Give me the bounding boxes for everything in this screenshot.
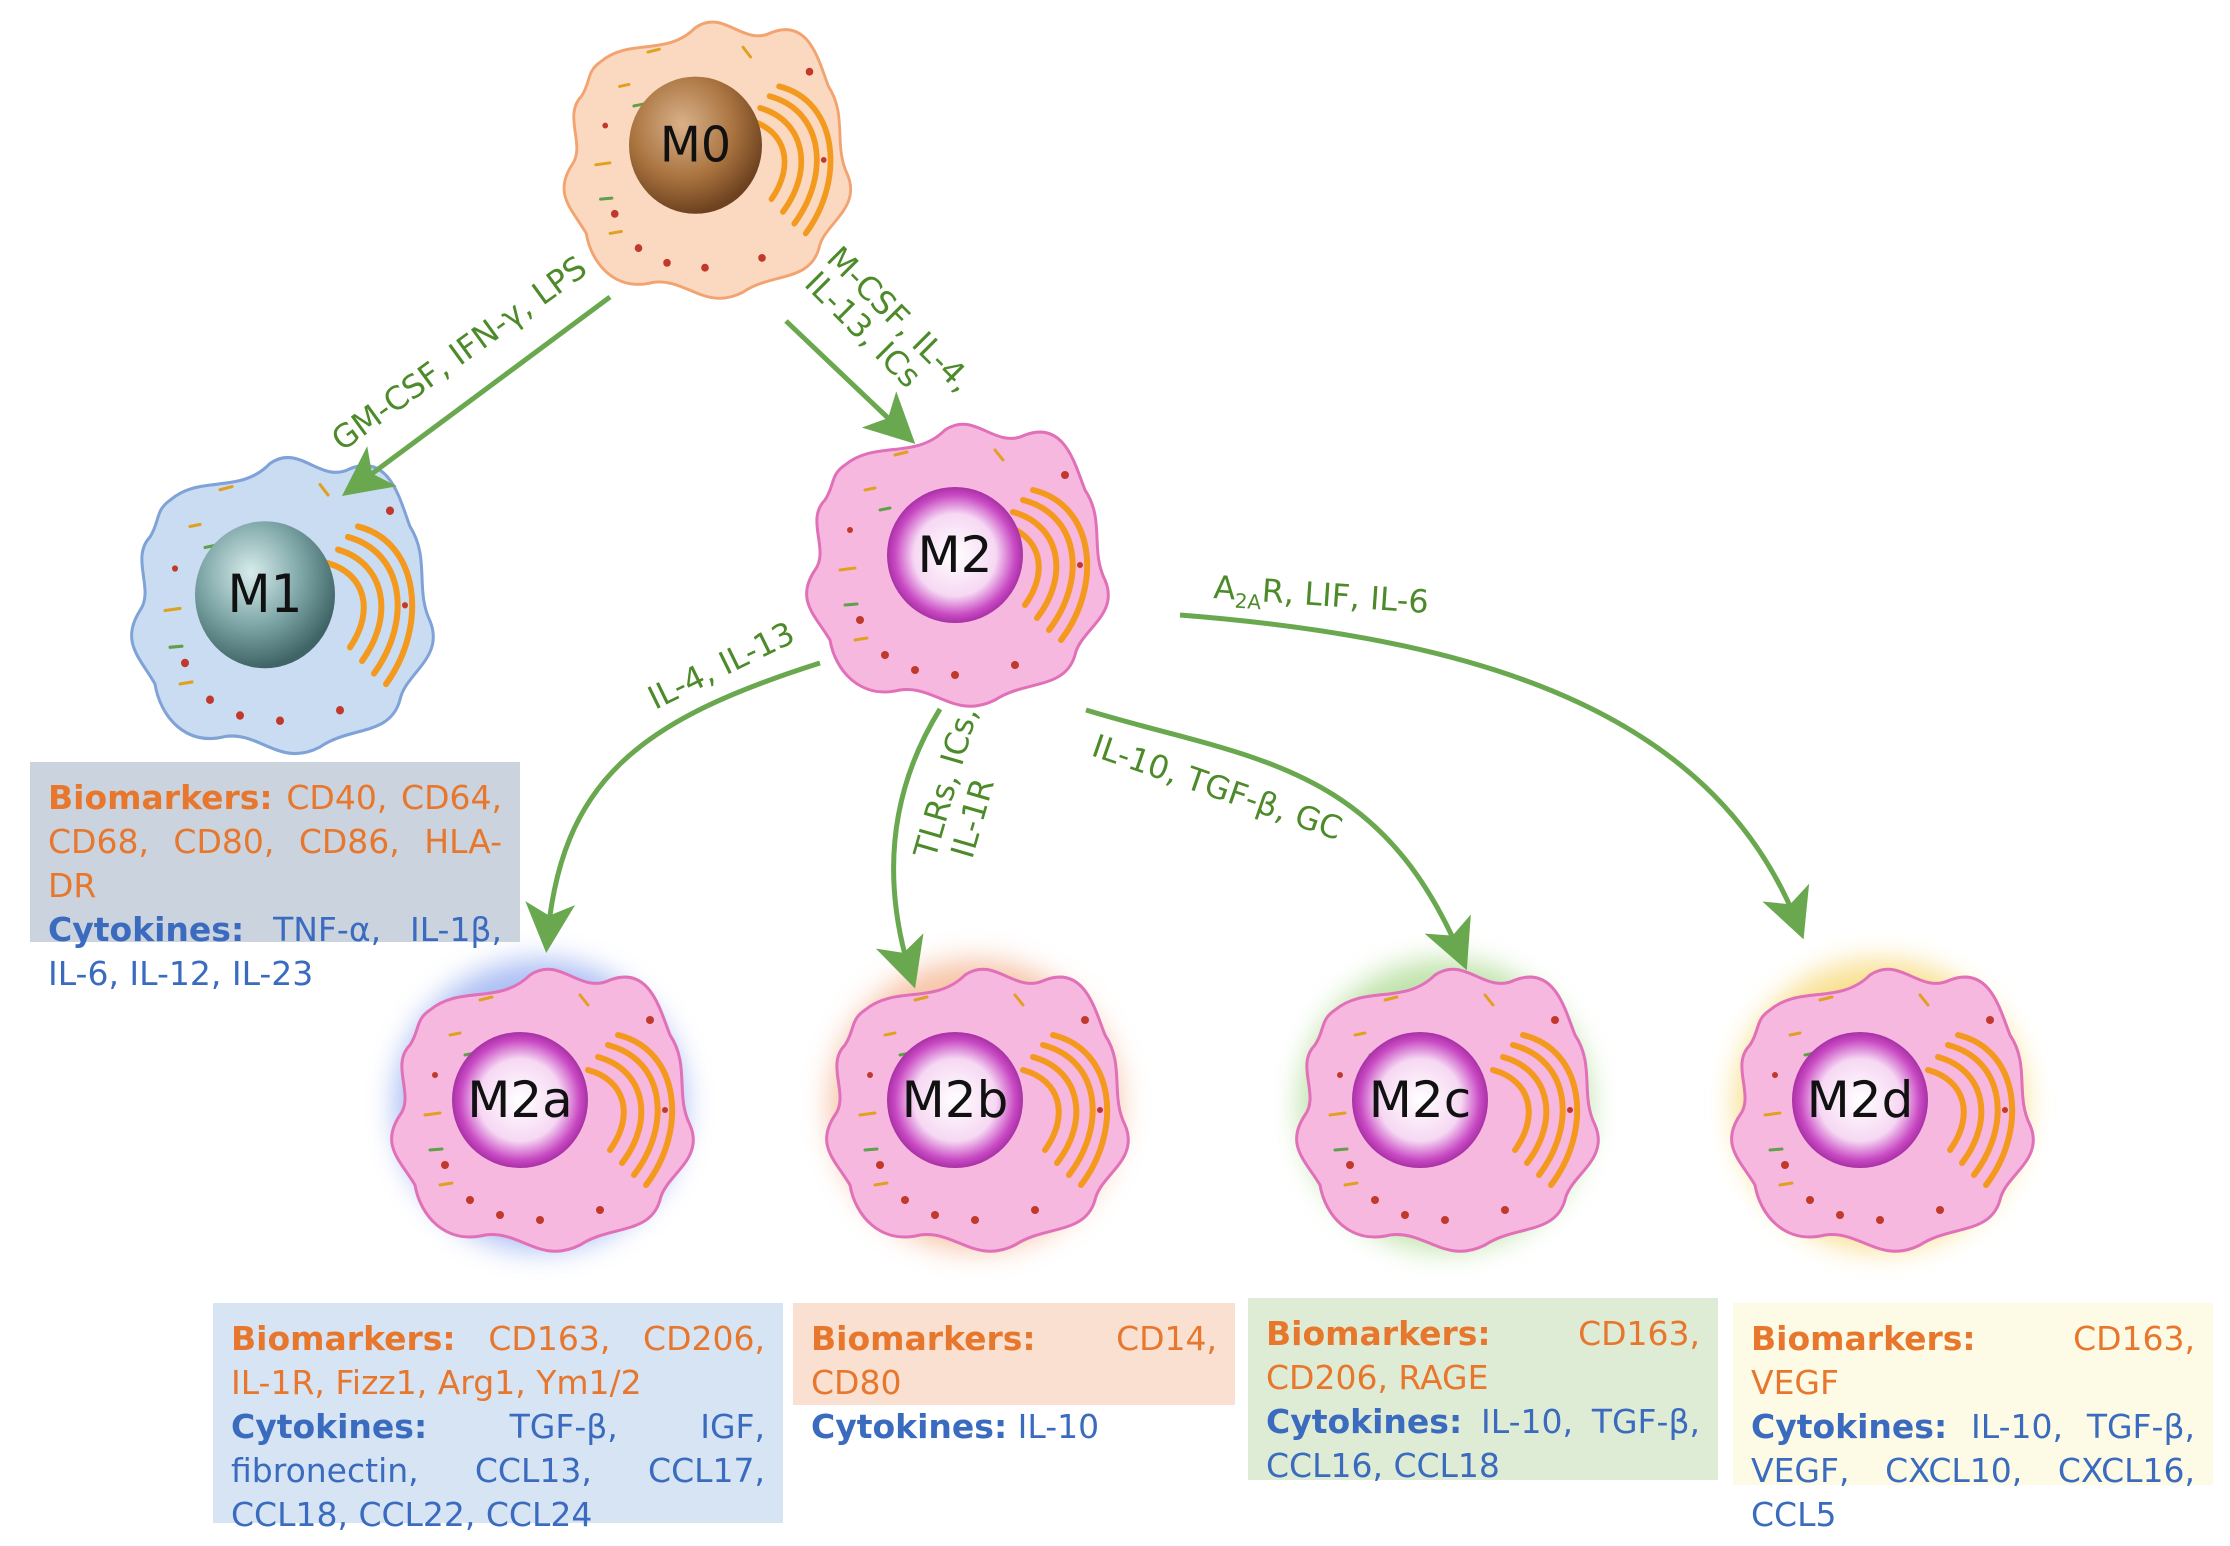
cytokines-label: Cytokines: [231,1407,428,1446]
arrow-m0-to-m2 [784,319,916,444]
cell-m2c: M2c [1295,967,1600,1253]
cell-label-m2c: M2c [1369,1071,1471,1129]
label-m2-m2d: A2AR, LIF, IL-6 [1212,568,1430,626]
biomarkers-value: CD14, CD80 [811,1319,1217,1402]
cytokines-value: IL-10, TGF-β, CCL16, CCL18 [1266,1402,1700,1485]
biomarkers-label: Biomarkers: [1266,1314,1491,1353]
cell-label-m1: M1 [228,564,303,625]
arrows [341,294,1810,989]
cytokines-value: TGF-β, IGF, fibronectin, CCL13, CCL17, C… [231,1407,765,1534]
biomarkers-value: CD163, CD206, RAGE [1266,1314,1700,1397]
nucleus-m0 [629,76,762,214]
infobox-m2c: Biomarkers: CD163, CD206, RAGE Cytokines… [1248,1298,1718,1485]
nucleus-m1 [195,521,335,669]
cytokines-value: IL-10, TGF-β, VEGF, CXCL10, CXCL16, CCL5 [1751,1407,2195,1534]
infobox-m2b: Biomarkers: CD14, CD80 Cytokines: IL-10 [793,1303,1235,1446]
cytokines-label: Cytokines: [1751,1407,1948,1446]
infobox-m1: Biomarkers: CD40, CD64, CD68, CD80, CD86… [30,762,520,993]
arrow-m2-to-m2c [1085,707,1471,971]
biomarkers-label: Biomarkers: [811,1319,1036,1358]
cell-label-m2b: M2b [902,1071,1009,1129]
biomarkers-value: CD163, CD206, IL-1R, Fizz1, Arg1, Ym1/2 [231,1319,765,1402]
infobox-m2d: Biomarkers: CD163, VEGF Cytokines: IL-10… [1733,1303,2213,1534]
infobox-m2a: Biomarkers: CD163, CD206, IL-1R, Fizz1, … [213,1303,783,1534]
nucleus-m2 [887,487,1023,623]
cytokines-value: TNF-α, IL-1β, IL-6, IL-12, IL-23 [48,910,502,993]
cell-m2: M2 [805,422,1110,708]
cell-label-m0: M0 [660,117,731,174]
arrow-m0-to-m1 [341,294,612,496]
cell-m0: M0 [562,20,853,300]
arrow-m2-to-m2d [1179,612,1810,940]
cell-m2b: M2b [825,967,1130,1253]
biomarkers-value: CD163, VEGF [1751,1319,2195,1402]
arrow-m2-to-m2b [875,707,943,989]
cytokines-label: Cytokines: [811,1407,1008,1446]
cell-label-m2: M2 [918,526,993,584]
cytokines-label: Cytokines: [1266,1402,1463,1441]
cell-m2d: M2d [1730,967,2035,1253]
nucleus-m2b [887,1032,1023,1168]
cell-label-m2d: M2d [1807,1071,1914,1129]
cytokines-value: IL-10 [1017,1407,1100,1446]
label-m0-m1: GM-CSF, IFN-γ, LPS [324,248,593,458]
cell-label-m2a: M2a [467,1071,573,1129]
nucleus-m2c [1352,1032,1488,1168]
biomarkers-label: Biomarkers: [231,1319,456,1358]
cell-m2a: M2a [390,967,695,1253]
nucleus-m2d [1792,1032,1928,1168]
nucleus-m2a [452,1032,588,1168]
biomarkers-label: Biomarkers: [48,778,273,817]
cytokines-label: Cytokines: [48,910,245,949]
arrow-m2-to-m2a [525,660,821,953]
biomarkers-value: CD40, CD64, CD68, CD80, CD86, HLA-DR [48,778,502,905]
cell-m1: M1 [130,455,435,756]
biomarkers-label: Biomarkers: [1751,1319,1976,1358]
